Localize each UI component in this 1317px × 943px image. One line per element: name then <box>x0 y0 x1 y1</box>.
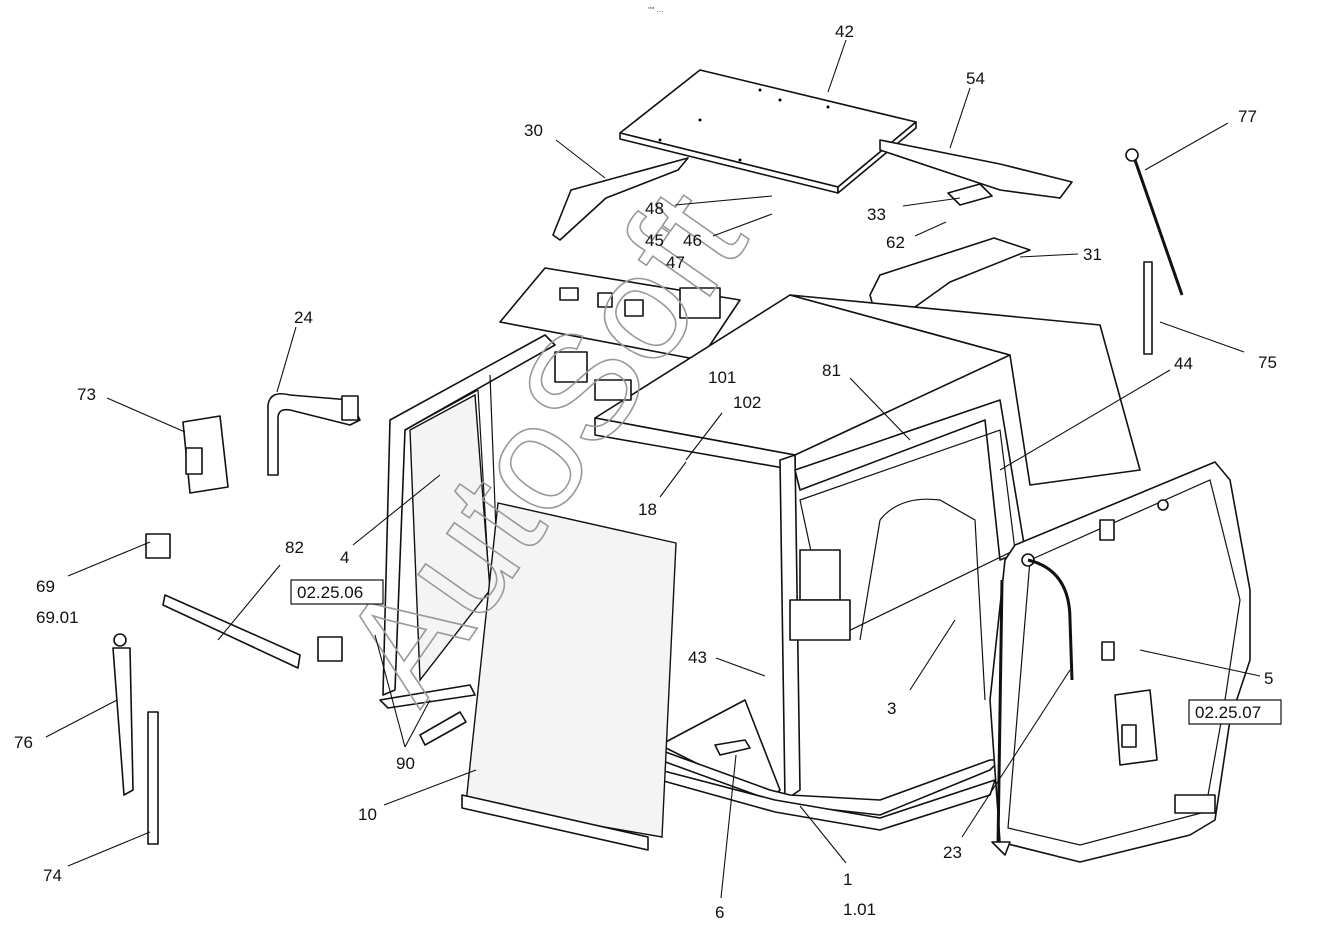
part-label-90: 90 <box>396 754 415 773</box>
part-labels: 42 54 30 77 48 33 46 45 62 31 47 24 75 1… <box>14 22 1277 922</box>
wiper-blade-74 <box>147 711 159 845</box>
part-label-73: 73 <box>77 385 96 404</box>
part-label-18: 18 <box>638 500 657 519</box>
part-label-10: 10 <box>358 805 377 824</box>
part-label-47: 47 <box>666 253 685 272</box>
reference-label: 02.25.07 <box>1195 703 1261 722</box>
work-light-69 <box>145 533 171 559</box>
part-label-42: 42 <box>835 22 854 41</box>
overhead-console <box>499 267 741 361</box>
part-label-101: 101 <box>708 368 736 387</box>
bracket-33 <box>947 183 993 206</box>
part-label-44: 44 <box>1174 354 1193 373</box>
part-label-1: 1 <box>843 870 852 889</box>
front-frame-4 <box>379 334 556 709</box>
mirror-73 <box>182 415 229 494</box>
part-label-54: 54 <box>966 69 985 88</box>
sill-strip <box>461 794 649 851</box>
part-label-5: 5 <box>1264 669 1273 688</box>
part-label-81: 81 <box>822 361 841 380</box>
part-label-75: 75 <box>1258 353 1277 372</box>
part-label-6: 6 <box>715 903 724 922</box>
reference-box-02-25-06[interactable]: 02.25.06 <box>290 579 384 605</box>
bracket-101 <box>554 351 588 383</box>
reference-label: 02.25.06 <box>297 583 363 602</box>
leader-lines <box>45 39 1261 899</box>
work-light-90 <box>317 636 343 662</box>
part-label-82: 82 <box>285 538 304 557</box>
part-label-77: 77 <box>1238 107 1257 126</box>
part-label-31: 31 <box>1083 245 1102 264</box>
part-label-4: 4 <box>340 548 349 567</box>
part-label-30: 30 <box>524 121 543 140</box>
rail-82 <box>162 594 301 669</box>
part-label-23: 23 <box>943 843 962 862</box>
part-label-76: 76 <box>14 733 33 752</box>
part-label-1-01: 1.01 <box>843 900 876 919</box>
wiper-blade-75 <box>1143 261 1153 355</box>
part-label-43: 43 <box>688 648 707 667</box>
part-label-24: 24 <box>294 308 313 327</box>
part-label-69: 69 <box>36 577 55 596</box>
trim-rear-54 <box>879 139 1073 199</box>
part-label-102: 102 <box>733 393 761 412</box>
reference-box-02-25-07[interactable]: 02.25.07 <box>1188 699 1282 725</box>
bracket-24 <box>267 392 361 476</box>
trim-left-30 <box>552 157 689 241</box>
bracket-latch <box>594 379 632 401</box>
part-label-3: 3 <box>887 699 896 718</box>
pipe-90 <box>419 711 467 746</box>
part-label-48: 48 <box>645 199 664 218</box>
wiper-arm-76 <box>112 633 134 796</box>
door-5 <box>989 461 1251 863</box>
gas-strut-77 <box>1125 148 1184 296</box>
cab-body <box>594 294 1141 831</box>
part-label-74: 74 <box>43 866 62 885</box>
part-label-45: 45 <box>645 231 664 250</box>
part-label-46: 46 <box>683 231 702 250</box>
top-mark: "" ... <box>648 6 663 14</box>
part-label-69-01: 69.01 <box>36 608 79 627</box>
glass-panel-10 <box>465 502 677 838</box>
part-label-33: 33 <box>867 205 886 224</box>
part-label-62: 62 <box>886 233 905 252</box>
